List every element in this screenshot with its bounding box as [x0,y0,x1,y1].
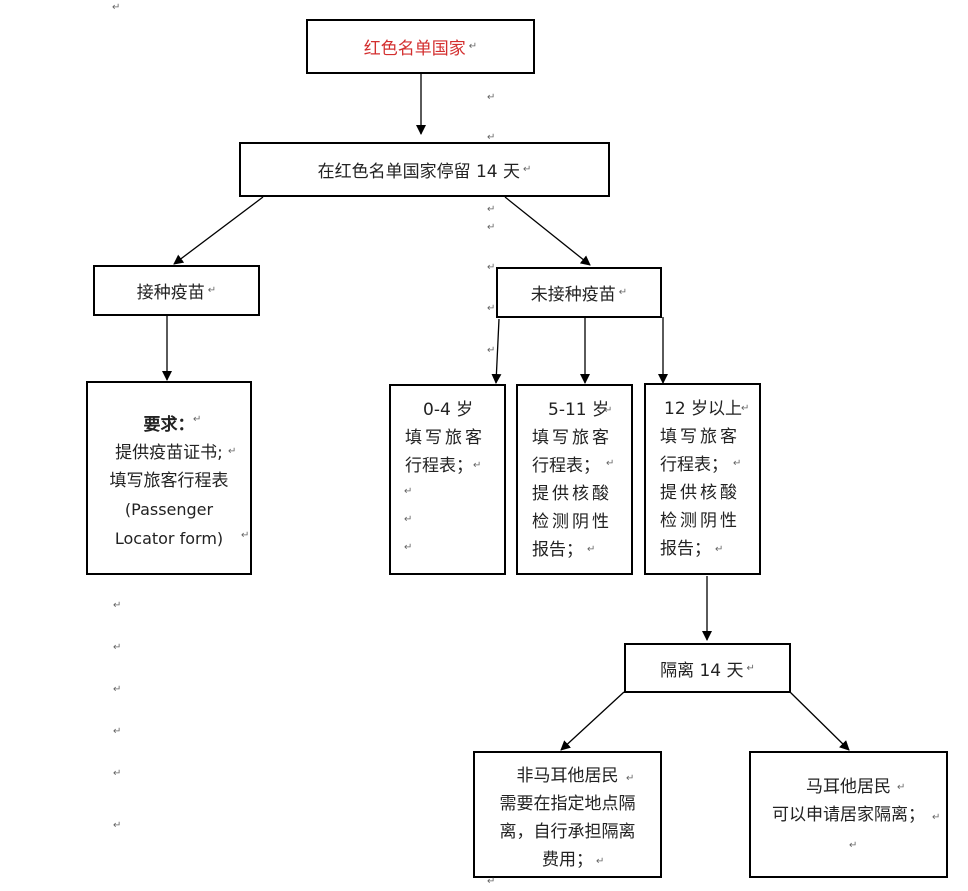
pilcrow-mark: ↵ [487,876,496,887]
age-12-plus-heading: 12 岁以上 [664,399,743,419]
age-5-11-line-5: 检测阴性 [532,512,612,532]
pilcrow-mark: ↵ [487,132,496,143]
non-resident-heading: 非马耳他居民 [516,766,619,786]
requirements-title: 要求： [143,415,195,435]
node-age-12-plus: 12 岁以上 填写旅客 行程表； 提供核酸 检测阴性 报告； [644,383,761,575]
node-stay-14-days: 在红色名单国家停留 14 天 ↵ [239,142,610,197]
requirements-line-certificate: 提供疫苗证书; [115,443,223,463]
pilcrow-mark: ↵ [113,820,122,831]
pilcrow-mark: ↵ [733,458,742,469]
pilcrow-mark: ↵ [596,856,605,867]
age-5-11-line-4: 提供核酸 [532,484,612,504]
node-vaccinated: 接种疫苗 ↵ [93,265,260,316]
node-unvaccinated: 未接种疫苗 ↵ [496,267,662,318]
pilcrow-mark: ↵ [473,460,482,471]
age-5-11-line-6: 报告； [532,540,583,560]
node-red-list-countries: 红色名单国家 ↵ [306,19,535,74]
pilcrow-mark: ↵ [604,405,613,416]
age-5-11-line-3: 行程表； [532,456,600,476]
pilcrow-mark: ↵ [487,204,496,215]
pilcrow-mark: ↵ [746,662,755,674]
age-0-4-heading: 0-4 岁 [423,400,474,420]
pilcrow-mark: ↵ [897,782,906,793]
pilcrow-mark: ↵ [241,530,250,541]
node-resident: 马耳他居民 可以申请居家隔离； [749,751,948,878]
pilcrow-mark: ↵ [487,303,496,314]
pilcrow-mark: ↵ [404,542,413,553]
age-5-11-line-2: 填写旅客 [532,428,612,448]
node-non-resident: 非马耳他居民 需要在指定地点隔 离，自行承担隔离 费用； [473,751,662,878]
pilcrow-mark: ↵ [113,642,122,653]
age-12-plus-line-4: 提供核酸 [660,483,740,503]
requirements-line-locator: 填写旅客行程表 [109,471,229,491]
requirements-line-passenger: (Passenger [124,500,214,519]
pilcrow-mark: ↵ [113,768,122,779]
pilcrow-mark: ↵ [404,514,413,525]
age-12-plus-line-6: 报告； [660,539,711,559]
pilcrow-mark: ↵ [207,285,217,296]
node-quarantine-label: 隔离 14 天 [660,660,744,681]
pilcrow-mark: ↵ [487,92,496,103]
arrow-quarantine-to-non-resident [560,691,625,751]
pilcrow-mark: ↵ [228,446,237,457]
resident-heading: 马耳他居民 [806,777,891,797]
pilcrow-mark: ↵ [113,684,122,695]
pilcrow-mark: ↵ [113,600,122,611]
pilcrow-mark: ↵ [932,812,941,823]
non-resident-line-2: 需要在指定地点隔 [499,794,636,814]
node-unvaccinated-label: 未接种疫苗 [530,285,616,305]
non-resident-line-3: 离，自行承担隔离 [499,822,636,842]
arrow-stay-to-vaccinated [173,196,264,265]
pilcrow-mark: ↵ [468,41,478,52]
age-12-plus-line-3: 行程表； [660,455,728,475]
requirements-line-locator-form: Locator form) [114,529,224,548]
pilcrow-mark: ↵ [487,262,496,273]
non-resident-line-4: 费用； [542,850,593,870]
pilcrow-mark: ↵ [112,2,121,13]
node-stay-14-days-label: 在红色名单国家停留 14 天 [317,162,521,182]
arrow-unvacc-to-0-4 [491,318,502,384]
node-vaccinated-requirements: 要求： 提供疫苗证书; 填写旅客行程表 (Passenger Locator f… [86,381,252,575]
pilcrow-mark: ↵ [193,414,202,425]
pilcrow-mark: ↵ [404,486,413,497]
pilcrow-mark: ↵ [618,287,628,298]
pilcrow-mark: ↵ [487,222,496,233]
pilcrow-mark: ↵ [606,458,615,469]
pilcrow-mark: ↵ [113,726,122,737]
age-12-plus-line-5: 检测阴性 [660,511,740,531]
pilcrow-mark: ↵ [741,403,750,414]
node-red-list-countries-label: 红色名单国家 [363,39,466,59]
pilcrow-mark: ↵ [487,345,496,356]
age-12-plus-line-2: 填写旅客 [660,427,740,447]
pilcrow-mark: ↵ [849,840,858,851]
age-5-11-heading: 5-11 岁 [548,400,609,420]
age-0-4-line-2: 填写旅客 [405,428,485,448]
node-quarantine-14-days: 隔离 14 天 ↵ [624,643,791,693]
node-age-0-4: 0-4 岁 填写旅客 行程表； [389,384,506,575]
node-vaccinated-label: 接种疫苗 [136,283,205,303]
pilcrow-mark: ↵ [587,544,596,555]
age-0-4-line-3: 行程表； [405,456,473,476]
pilcrow-mark: ↵ [715,544,724,555]
pilcrow-mark: ↵ [523,164,532,175]
resident-line-2: 可以申请居家隔离； [772,805,925,825]
pilcrow-mark: ↵ [626,773,635,784]
node-age-5-11: 5-11 岁 填写旅客 行程表； 提供核酸 检测阴性 报告； [516,384,633,575]
arrow-stay-to-unvaccinated [504,196,591,266]
arrow-quarantine-to-resident [789,691,850,751]
